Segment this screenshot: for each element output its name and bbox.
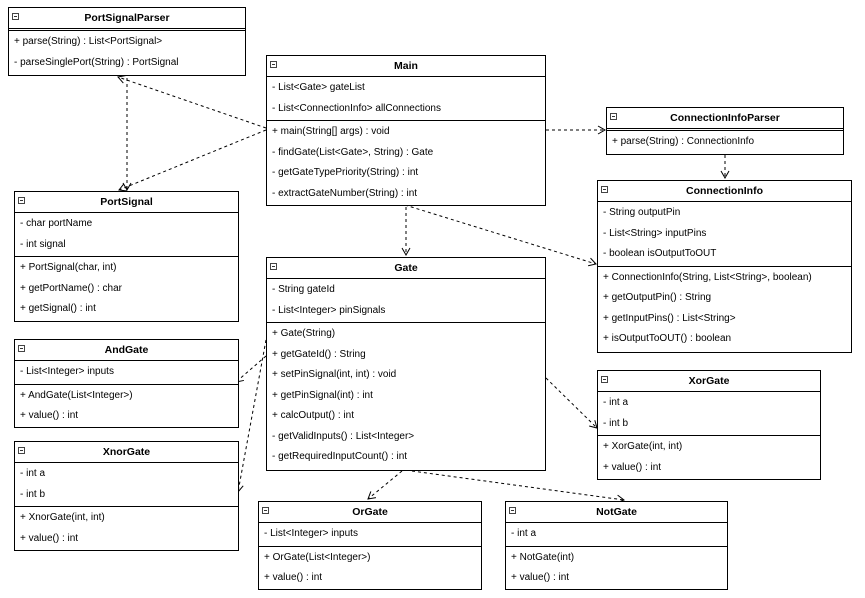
class-orgate[interactable]: OrGate - List<Integer> inputs + OrGate(L… xyxy=(258,501,482,590)
class-andgate[interactable]: AndGate - List<Integer> inputs + AndGate… xyxy=(14,339,239,428)
class-header: XnorGate xyxy=(15,442,238,463)
class-name: Main xyxy=(394,60,418,72)
edge-gate-xnorgate xyxy=(234,339,267,493)
attribute-row: - List<ConnectionInfo> allConnections xyxy=(272,102,441,114)
method-row: + parse(String) : ConnectionInfo xyxy=(612,136,755,147)
collapse-icon[interactable] xyxy=(12,13,19,20)
method-row: + value() : int xyxy=(511,572,570,583)
method-row: + PortSignal(char, int) xyxy=(20,262,117,273)
method-row: + Gate(String) xyxy=(272,328,336,339)
method-row: + NotGate(int) xyxy=(511,551,575,563)
class-header: Main xyxy=(267,56,545,77)
class-name: OrGate xyxy=(352,506,388,518)
class-name: PortSignalParser xyxy=(84,12,170,24)
attribute-row: - List<Gate> gateList xyxy=(272,82,365,93)
method-row: - getGateTypePriority(String) : int xyxy=(272,167,419,178)
collapse-icon[interactable] xyxy=(610,113,617,120)
class-portsignal[interactable]: PortSignal - char portName - int signal … xyxy=(14,191,239,322)
class-header: ConnectionInfo xyxy=(598,181,851,202)
method-row: + ConnectionInfo(String, List<String>, b… xyxy=(603,271,812,283)
attribute-row: - int a xyxy=(511,528,537,539)
class-header: ConnectionInfoParser xyxy=(607,108,843,131)
class-name: XnorGate xyxy=(102,446,151,458)
class-header: AndGate xyxy=(15,340,238,361)
method-row: + value() : int xyxy=(603,461,662,473)
class-header: OrGate xyxy=(259,502,481,523)
attribute-row: - int a xyxy=(20,468,46,479)
edge-main-portsignalparser xyxy=(117,75,267,129)
method-row: + isOutputToOUT() : boolean xyxy=(603,333,732,344)
method-row: + value() : int xyxy=(264,572,323,583)
method-row: + getGateId() : String xyxy=(272,348,366,360)
collapse-icon[interactable] xyxy=(270,61,277,68)
class-connectioninfo[interactable]: ConnectionInfo - String outputPin - List… xyxy=(597,180,852,353)
method-row: + AndGate(List<Integer>) xyxy=(20,389,133,401)
edge-main-connectioninfo xyxy=(404,204,597,267)
attribute-row: - String outputPin xyxy=(603,207,681,218)
class-header: NotGate xyxy=(506,502,727,523)
edge-main-portsignal xyxy=(118,129,267,192)
method-row: + getInputPins() : List<String> xyxy=(603,312,736,324)
class-name: ConnectionInfoParser xyxy=(670,112,780,124)
class-name: PortSignal xyxy=(100,196,153,208)
method-row: + value() : int xyxy=(20,532,79,544)
collapse-icon[interactable] xyxy=(270,263,277,270)
method-row: + setPinSignal(int, int) : void xyxy=(272,369,397,380)
collapse-icon[interactable] xyxy=(18,197,25,204)
attribute-row: - boolean isOutputToOUT xyxy=(603,248,717,259)
class-header: Gate xyxy=(267,258,545,279)
collapse-icon[interactable] xyxy=(509,507,516,514)
class-name: XorGate xyxy=(688,375,730,387)
method-row: - getRequiredInputCount() : int xyxy=(272,451,408,462)
class-name: AndGate xyxy=(104,344,149,356)
class-header: XorGate xyxy=(598,371,820,392)
method-row: + parse(String) : List<PortSignal> xyxy=(14,36,163,47)
attribute-row: - String gateId xyxy=(272,284,335,295)
class-name: Gate xyxy=(394,262,418,274)
attribute-row: - List<Integer> inputs xyxy=(20,366,114,377)
attribute-row: - int b xyxy=(603,417,629,429)
class-xorgate[interactable]: XorGate - int a - int b + XorGate(int, i… xyxy=(597,370,821,480)
attribute-row: - int b xyxy=(20,488,46,500)
method-row: + calcOutput() : int xyxy=(272,410,354,421)
method-row: + main(String[] args) : void xyxy=(272,126,390,137)
edge-gate-andgate xyxy=(235,355,267,383)
class-gate[interactable]: Gate - String gateId - List<Integer> pin… xyxy=(266,257,546,471)
class-notgate[interactable]: NotGate - int a + NotGate(int) + value()… xyxy=(505,501,728,590)
attribute-row: - int signal xyxy=(20,238,66,250)
method-row: + getPortName() : char xyxy=(20,282,122,294)
attribute-row: - List<String> inputPins xyxy=(603,227,707,239)
method-row: - parseSinglePort(String) : PortSignal xyxy=(14,56,179,68)
edge-gate-orgate xyxy=(367,470,403,500)
method-row: + getOutputPin() : String xyxy=(603,292,712,303)
class-name: ConnectionInfo xyxy=(686,185,763,197)
class-header: PortSignalParser xyxy=(9,8,245,31)
class-name: NotGate xyxy=(596,506,637,518)
method-row: + XorGate(int, int) xyxy=(603,441,683,452)
class-xnorgate[interactable]: XnorGate - int a - int b + XnorGate(int,… xyxy=(14,441,239,551)
class-main[interactable]: Main - List<Gate> gateList - List<Connec… xyxy=(266,55,546,206)
attribute-row: - char portName xyxy=(20,218,93,229)
method-row: + getSignal() : int xyxy=(20,303,96,314)
class-connectioninfoparser[interactable]: ConnectionInfoParser + parse(String) : C… xyxy=(606,107,844,155)
collapse-icon[interactable] xyxy=(601,186,608,193)
method-row: + XnorGate(int, int) xyxy=(20,512,105,523)
attribute-row: - List<Integer> pinSignals xyxy=(272,304,386,316)
class-header: PortSignal xyxy=(15,192,238,213)
attribute-row: - List<Integer> inputs xyxy=(264,528,358,539)
method-row: + value() : int xyxy=(20,410,79,421)
method-row: + OrGate(List<Integer>) xyxy=(264,551,371,563)
class-portsignalparser[interactable]: PortSignalParser + parse(String) : List<… xyxy=(8,7,246,76)
collapse-icon[interactable] xyxy=(601,376,608,383)
method-row: - getValidInputs() : List<Integer> xyxy=(272,430,415,442)
edge-gate-xorgate xyxy=(545,377,598,429)
collapse-icon[interactable] xyxy=(262,507,269,514)
method-row: - findGate(List<Gate>, String) : Gate xyxy=(272,146,434,158)
method-row: + getPinSignal(int) : int xyxy=(272,389,373,401)
collapse-icon[interactable] xyxy=(18,447,25,454)
collapse-icon[interactable] xyxy=(18,345,25,352)
method-row: - extractGateNumber(String) : int xyxy=(272,187,418,199)
edge-gate-notgate xyxy=(411,470,625,504)
attribute-row: - int a xyxy=(603,397,629,408)
